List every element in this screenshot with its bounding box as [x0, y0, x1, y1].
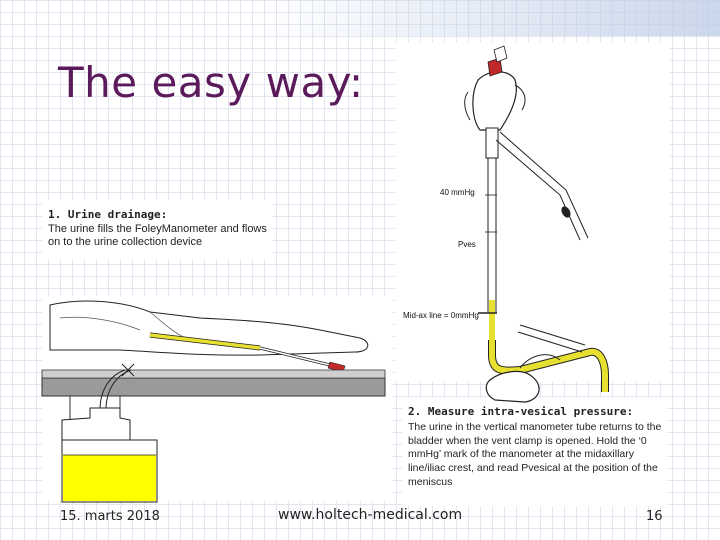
hand-top — [473, 72, 516, 130]
page-number: 16 — [646, 509, 663, 524]
footer-date: 15. marts 2018 — [60, 509, 160, 524]
bag-urine — [63, 455, 156, 501]
step2-text: The urine in the vertical manometer tube… — [408, 421, 663, 490]
patient-body — [50, 301, 368, 355]
bag-top — [62, 408, 130, 440]
label-midax-line: Mid-ax line = 0mmHg — [403, 311, 479, 320]
hand-bottom — [486, 371, 539, 402]
manometer-tube — [488, 158, 496, 313]
bed-mattress — [42, 378, 385, 396]
label-pves: Pves — [458, 240, 476, 249]
label-40mmhg: 40 mmHg — [440, 188, 475, 197]
step2-heading: 2. Measure intra-vesical pressure: — [408, 405, 633, 418]
footer-url: www.holtech-medical.com — [278, 507, 462, 523]
